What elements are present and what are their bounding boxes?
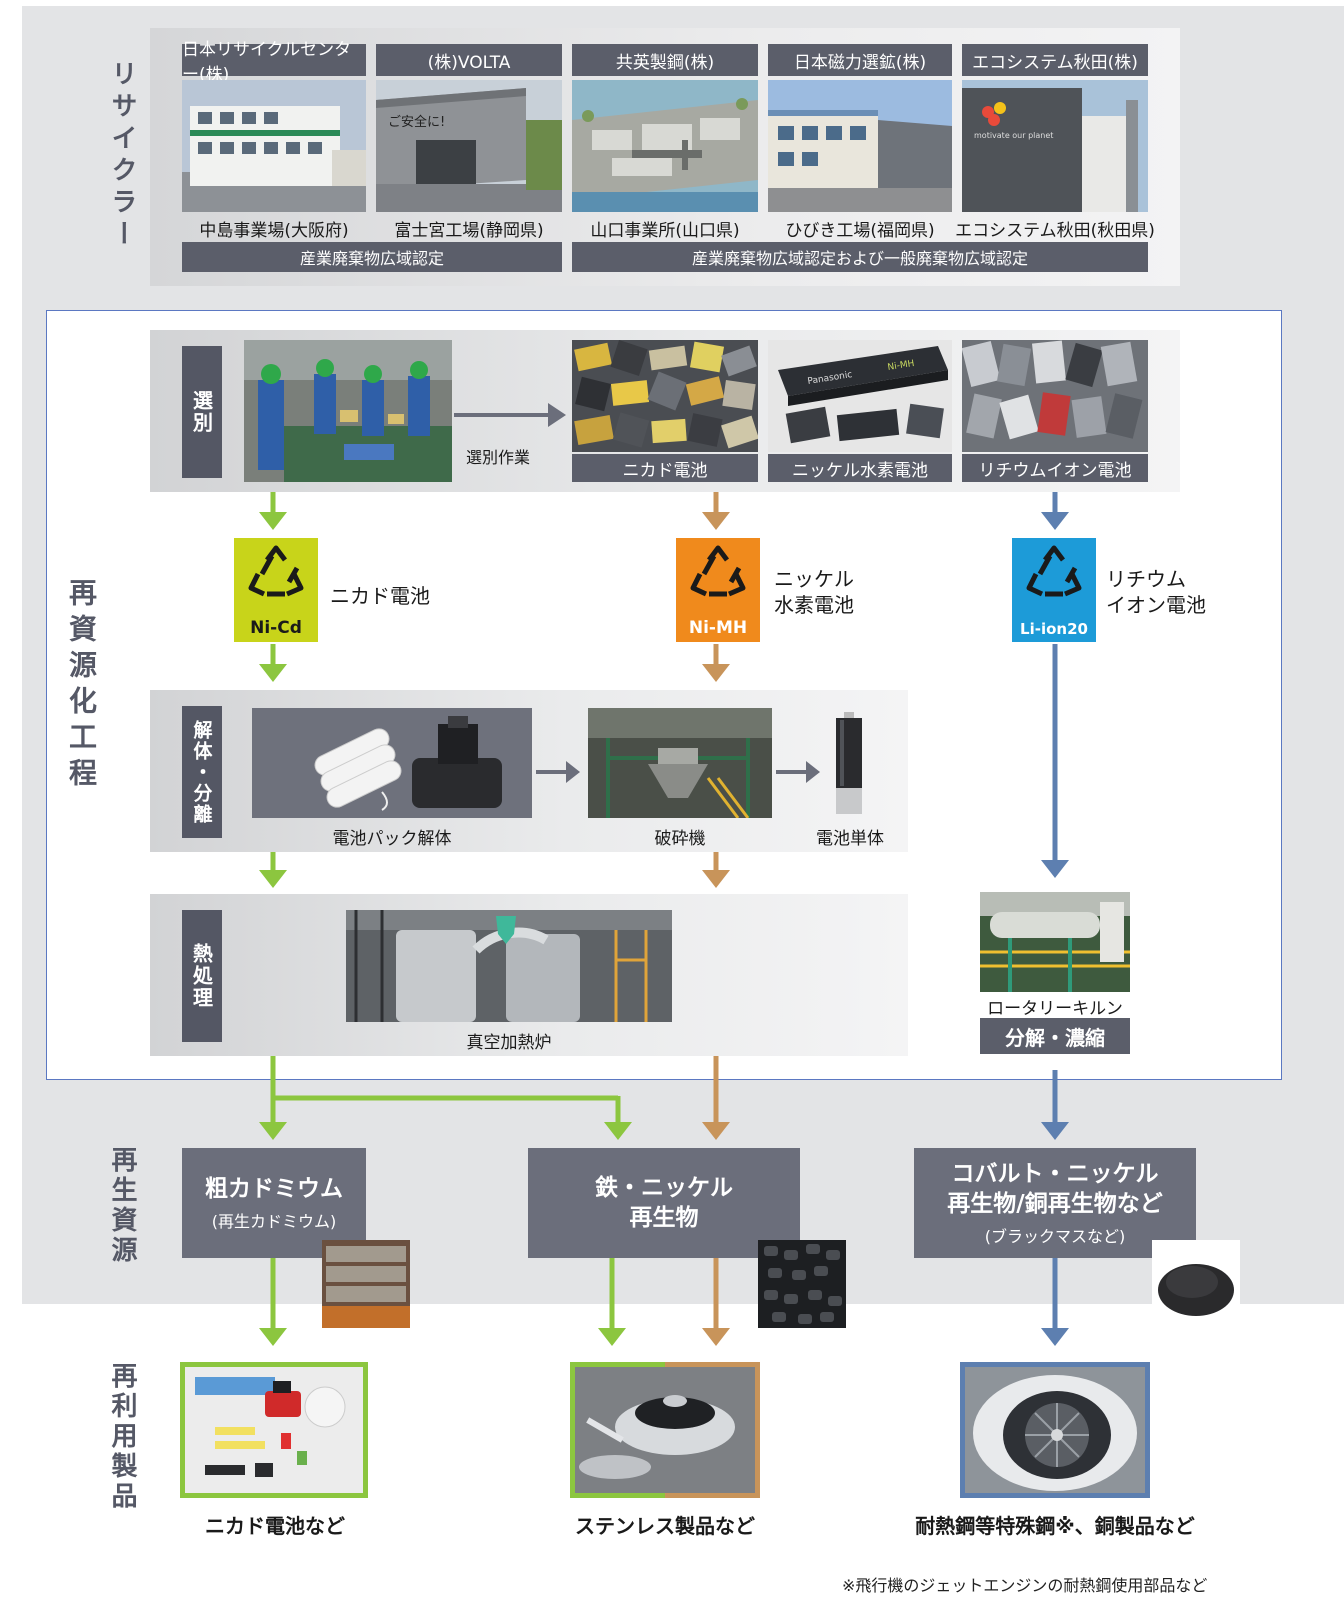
certification-right: 産業廃棄物広域認定および一般廃棄物広域認定 — [572, 242, 1148, 272]
caption-vacuum-furnace: 真空加熱炉 — [466, 1033, 552, 1053]
resource-iron-nickel: 鉄・ニッケル 再生物 — [528, 1148, 800, 1258]
photo-cadmium — [322, 1240, 410, 1328]
recycler-company-1: 日本リサイクルセンター(株) — [182, 40, 366, 85]
caption-crusher: 破砕機 — [654, 829, 706, 849]
side-label-reuse: 再利用製品 — [107, 1362, 137, 1512]
photo-iron-nickel — [758, 1240, 846, 1328]
badge-nicd: Ni-Cd — [234, 538, 318, 642]
battery-label-liion: リチウムイオン電池 — [962, 454, 1148, 482]
recycler-site-2: 富士宮工場(静岡県) — [394, 221, 544, 241]
product-stainless-brown-top — [665, 1362, 760, 1367]
badge-nimh-label: ニッケル 水素電池 — [774, 567, 854, 617]
battery-label-nimh: ニッケル水素電池 — [768, 454, 952, 482]
side-label-process: 再資源化工程 — [65, 578, 98, 794]
resource-cobalt-nickel: コバルト・ニッケル 再生物/銅再生物など (ブラックマスなど) — [914, 1148, 1196, 1258]
disassembly-tab: 解体・分離 — [182, 706, 222, 838]
green-flow — [259, 492, 632, 1346]
arrow-sorting-to-batteries — [454, 403, 566, 427]
blue-flow — [1041, 492, 1069, 1346]
badge-nimh: Ni-MH — [676, 538, 760, 642]
recycle-icon — [690, 545, 746, 597]
badge-nimh-code: Ni-MH — [688, 618, 748, 638]
product-stainless-caption: ステンレス製品など — [575, 1514, 755, 1538]
side-label-resource: 再生資源 — [107, 1146, 137, 1266]
footnote: ※飛行機のジェットエンジンの耐熱鋼使用部品など — [842, 1576, 1208, 1595]
product-stainless-brown-bottom — [665, 1493, 760, 1498]
recycler-company-3: 共英製鋼(株) — [572, 44, 758, 76]
resource-cadmium: 粗カドミウム (再生カドミウム) — [182, 1148, 366, 1258]
photo-fujinomiya-plant: ご安全に! — [376, 80, 562, 212]
photo-nicd-batteries — [572, 340, 758, 452]
battery-label-nicd: ニカド電池 — [572, 454, 758, 482]
photo-akita-plant: motivate our planet — [962, 80, 1148, 212]
caption-rotary-kiln: ロータリーキルン — [987, 999, 1123, 1019]
recycle-icon — [248, 545, 304, 597]
badge-nicd-code: Ni-Cd — [250, 618, 302, 638]
recycler-site-1: 中島事業場(大阪府) — [199, 221, 349, 241]
heat-tab: 熱処理 — [182, 910, 222, 1042]
photo-liion-batteries — [962, 340, 1148, 452]
photo-sorting-work — [244, 340, 452, 482]
photo-hibiki-plant — [768, 80, 952, 212]
resource-cadmium-sub: (再生カドミウム) — [211, 1212, 337, 1231]
akita-logo-text: motivate our planet — [974, 131, 1053, 140]
recycler-site-3: 山口事業所(山口県) — [590, 221, 740, 241]
badge-liion: Li-ion20 — [1012, 538, 1096, 642]
side-label-recycler: リサイクラー — [107, 60, 137, 252]
recycler-company-5: エコシステム秋田(株) — [962, 44, 1148, 76]
arrow-crusher-to-cell — [776, 761, 820, 783]
product-nicd-caption: ニカド電池など — [205, 1514, 345, 1538]
photo-crusher — [588, 708, 772, 818]
photo-yamaguchi-plant — [572, 80, 758, 212]
recycler-company-2: (株)VOLTA — [376, 44, 562, 76]
photo-battery-pack — [252, 708, 532, 818]
photo-single-cell — [832, 710, 866, 816]
nimh-photo-label: Ni-MH — [887, 359, 915, 373]
certification-left: 産業廃棄物広域認定 — [182, 242, 562, 272]
recycle-icon — [1026, 545, 1082, 597]
kiln-step: 分解・濃縮 — [980, 1018, 1130, 1054]
product-engine-photo — [960, 1362, 1150, 1498]
badge-liion-code: Li-ion20 — [1020, 620, 1088, 638]
sorting-work-label: 選別作業 — [466, 448, 531, 467]
resource-cadmium-title: 粗カドミウム — [205, 1176, 343, 1202]
photo-nakajima-plant — [182, 80, 366, 212]
brown-flow — [702, 492, 730, 1346]
recycler-company-4: 日本磁力選鉱(株) — [768, 44, 952, 76]
product-stainless-photo — [570, 1362, 760, 1498]
sorting-tab: 選別 — [182, 346, 222, 478]
photo-nimh-batteries: Panasonic Ni-MH — [768, 340, 952, 452]
arrow-pack-to-crusher — [536, 761, 580, 783]
resource-cobalt-nickel-title: コバルト・ニッケル 再生物/銅再生物など — [947, 1161, 1163, 1217]
product-nicd-photo — [180, 1362, 368, 1498]
recycler-site-4: ひびき工場(福岡県) — [785, 221, 935, 241]
volta-sign-text: ご安全に! — [388, 114, 445, 130]
resource-iron-nickel-title: 鉄・ニッケル 再生物 — [595, 1175, 733, 1231]
recycler-site-5: エコシステム秋田(秋田県) — [955, 221, 1155, 241]
badge-nicd-label: ニカド電池 — [330, 584, 430, 608]
photo-vacuum-furnace — [346, 910, 672, 1022]
caption-pack-disassembly: 電池パック解体 — [332, 829, 452, 849]
badge-liion-label: リチウム イオン電池 — [1106, 567, 1206, 617]
photo-rotary-kiln — [980, 892, 1130, 992]
caption-single-cell: 電池単体 — [816, 829, 884, 849]
photo-black-mass — [1152, 1240, 1240, 1328]
resource-cobalt-nickel-sub: (ブラックマスなど) — [984, 1227, 1126, 1246]
product-engine-caption: 耐熱鋼等特殊鋼※、銅製品など — [915, 1514, 1195, 1538]
